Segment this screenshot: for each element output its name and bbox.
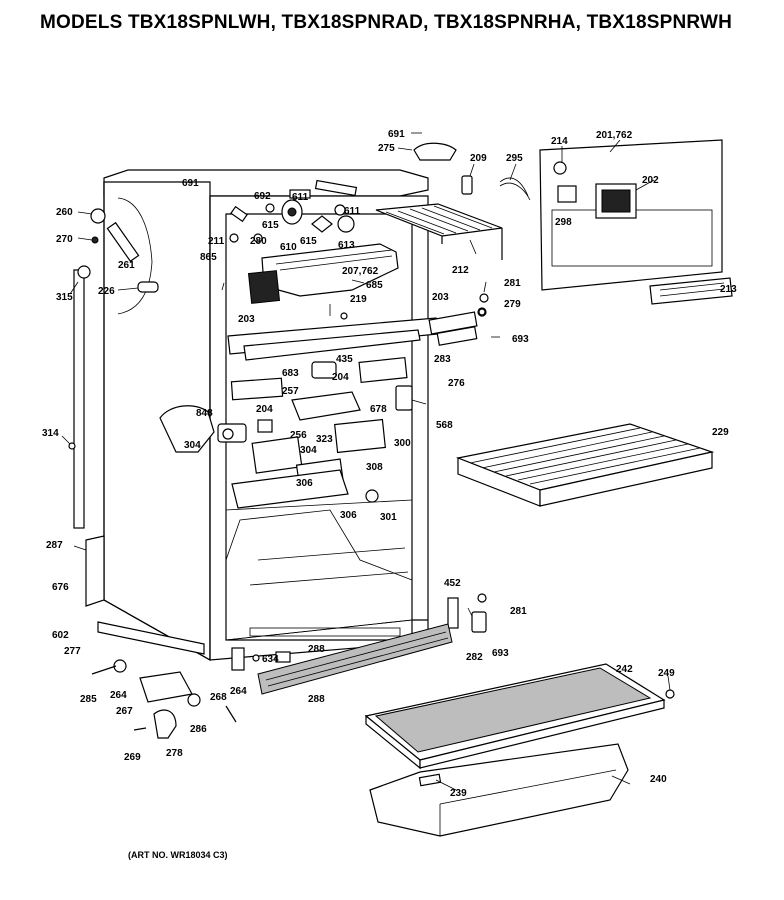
crisper-assembly: [364, 663, 666, 837]
label-204: 204: [256, 404, 273, 415]
label-229: 229: [712, 427, 729, 438]
label-304: 304: [300, 445, 317, 456]
label-452: 452: [444, 578, 461, 589]
label-288: 288: [308, 694, 325, 705]
label-280: 280: [250, 236, 267, 247]
label-268: 268: [210, 692, 227, 703]
label-275: 275: [378, 143, 395, 154]
label-300: 300: [394, 438, 411, 449]
label-261: 261: [118, 260, 135, 271]
label-611: 611: [344, 206, 361, 217]
label-204: 204: [332, 372, 349, 383]
label-213: 213: [720, 284, 737, 295]
label-239: 239: [450, 788, 467, 799]
label-315: 315: [56, 292, 73, 303]
label-288: 288: [308, 644, 325, 655]
label-602: 602: [52, 630, 69, 641]
label-242: 242: [616, 664, 633, 675]
part-number-labels: 691 275 209 295 214 201,762 202 298 213 …: [42, 129, 737, 799]
label-264: 264: [110, 690, 127, 701]
label-240: 240: [650, 774, 667, 785]
label-211: 211: [208, 236, 225, 247]
rear-panel-287: [85, 535, 105, 607]
label-676: 676: [52, 582, 69, 593]
label-282: 282: [466, 652, 483, 663]
label-634: 634: [262, 654, 279, 665]
label-286: 286: [190, 724, 207, 735]
label-214: 214: [551, 136, 568, 147]
label-848: 848: [196, 408, 213, 419]
label-219: 219: [350, 294, 367, 305]
label-323: 323: [316, 434, 333, 445]
label-283: 283: [434, 354, 451, 365]
label-615: 615: [262, 220, 279, 231]
label-267: 267: [116, 706, 133, 717]
label-269: 269: [124, 752, 141, 763]
middle-control-components: [159, 356, 413, 509]
label-301: 301: [380, 512, 397, 523]
label-611: 611: [292, 192, 309, 203]
label-212: 212: [452, 265, 469, 276]
upper-right-components: [375, 139, 733, 305]
label-610: 610: [280, 242, 297, 253]
label-256: 256: [290, 430, 307, 441]
label-435: 435: [336, 354, 353, 365]
label-693: 693: [492, 648, 509, 659]
label-278: 278: [166, 748, 183, 759]
label-281: 281: [504, 278, 521, 289]
label-203: 203: [238, 314, 255, 325]
label-287: 287: [46, 540, 63, 551]
label-683: 683: [282, 368, 299, 379]
label-693: 693: [512, 334, 529, 345]
page-title: MODELS TBX18SPNLWH, TBX18SPNRAD, TBX18SP…: [40, 12, 733, 33]
label-277: 277: [64, 646, 81, 657]
label-249: 249: [658, 668, 675, 679]
leader-lines: [61, 132, 671, 791]
label-281: 281: [510, 606, 527, 617]
label-203: 203: [432, 292, 449, 303]
label-615: 615: [300, 236, 317, 247]
label-257: 257: [282, 386, 299, 397]
label-691: 691: [182, 178, 199, 189]
bottom-components: [91, 308, 675, 739]
wire-shelf-229: [455, 423, 715, 507]
label-264: 264: [230, 686, 247, 697]
label-314: 314: [42, 428, 59, 439]
label-308: 308: [366, 462, 383, 473]
label-270: 270: [56, 234, 73, 245]
label-279: 279: [504, 299, 521, 310]
label-613: 613: [338, 240, 355, 251]
label-865: 865: [200, 252, 217, 263]
label-692: 692: [254, 191, 271, 202]
label-568: 568: [436, 420, 453, 431]
art-number: (ART NO. WR18034 C3): [128, 850, 228, 860]
label-276: 276: [448, 378, 465, 389]
label-207-762: 207,762: [342, 266, 379, 277]
label-202: 202: [642, 175, 659, 186]
label-226: 226: [98, 286, 115, 297]
label-678: 678: [370, 404, 387, 415]
drain-tube-assembly: [68, 208, 159, 529]
label-691: 691: [388, 129, 405, 140]
label-304: 304: [184, 440, 201, 451]
label-295: 295: [506, 153, 523, 164]
label-306: 306: [296, 478, 313, 489]
label-306: 306: [340, 510, 357, 521]
label-685: 685: [366, 280, 383, 291]
label-298: 298: [555, 217, 572, 228]
label-285: 285: [80, 694, 97, 705]
label-201-762: 201,762: [596, 130, 633, 141]
label-260: 260: [56, 207, 73, 218]
label-209: 209: [470, 153, 487, 164]
